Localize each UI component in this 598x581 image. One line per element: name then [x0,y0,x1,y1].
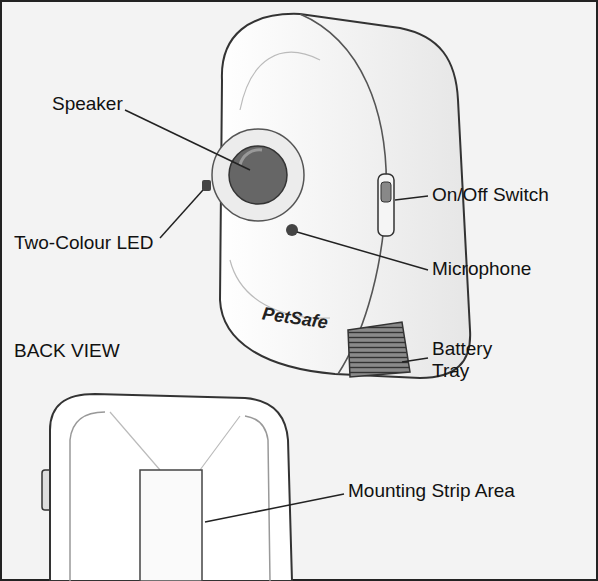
speaker [229,146,287,204]
view-label: BACK VIEW [14,340,120,362]
battery-tray [348,322,410,377]
mounting-strip [140,470,202,581]
part-label: Speaker [52,93,123,115]
part-label: On/Off Switch [432,184,549,206]
part-label: Two-Colour LED [14,232,153,254]
leader-lines [125,110,428,522]
microphone [286,224,298,236]
front-view [202,14,470,378]
part-label: Battery Tray [432,338,522,382]
switch [378,174,394,236]
led [202,180,211,191]
speaker-ring [212,129,304,221]
part-label: Mounting Strip Area [348,480,515,502]
part-label: Microphone [432,258,531,280]
back-view [42,394,292,581]
